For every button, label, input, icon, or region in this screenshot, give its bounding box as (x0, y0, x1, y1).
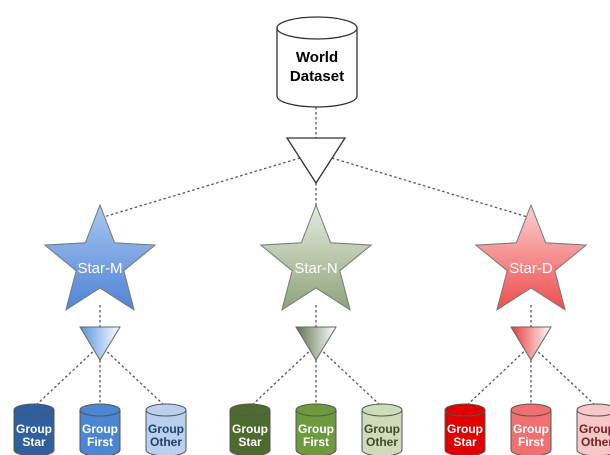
group-label-line1: Group (148, 422, 184, 436)
group-label-line2: First (303, 435, 329, 449)
star-star-m-shape (43, 203, 157, 312)
group-cylinder-top (145, 403, 187, 417)
group-cylinder-top (361, 403, 403, 417)
group-label-line1: Group (579, 422, 610, 436)
branches: Star-MGroupStarGroupFirstGroupOtherStar-… (13, 203, 610, 455)
connector-star-n-to-group-other (315, 344, 383, 408)
filter-triangle-star-n (295, 326, 337, 361)
group-cylinder-body (510, 409, 552, 455)
world-dataset-label-line1: World (296, 49, 338, 66)
group-cylinder-top (229, 403, 271, 417)
group-label-line1: Group (232, 422, 268, 436)
connector-star-m-to-group-star (33, 344, 101, 408)
group-cylinder-body (295, 409, 337, 455)
group-label-line2: Other (366, 435, 398, 449)
connector-root-to-star-m (99, 157, 301, 219)
group-label-line2: Other (581, 435, 610, 449)
filter-triangle-star-d (510, 326, 552, 361)
group-label-line1: Group (16, 422, 52, 436)
group-label-line2: Star (238, 435, 262, 449)
group-cylinder-top (79, 403, 121, 417)
group-label-line2: First (87, 435, 113, 449)
connector-lines (33, 107, 598, 408)
star-star-d-label: Star-D (509, 260, 553, 277)
group-cylinder-body (13, 409, 55, 455)
world-dataset-node: World Dataset (276, 16, 358, 108)
branch-star-d: Star-DGroupStarGroupFirstGroupOther (444, 203, 610, 455)
filter-triangle-star-m (79, 326, 121, 361)
group-label-line1: Group (364, 422, 400, 436)
group-label-line2: Star (22, 435, 46, 449)
group-cylinder-body (361, 409, 403, 455)
group-cylinder-top (13, 403, 55, 417)
group-cylinder-body (79, 409, 121, 455)
group-label-line2: Other (150, 435, 182, 449)
group-cylinder-top (295, 403, 337, 417)
group-label-line2: First (518, 435, 544, 449)
group-label-line1: Group (82, 422, 118, 436)
world-dataset-label-line2: Dataset (290, 68, 344, 85)
connector-root-to-star-d (331, 157, 532, 219)
connector-star-d-to-group-other (530, 344, 598, 408)
star-star-m-label: Star-M (78, 260, 123, 277)
star-star-d-shape (474, 203, 588, 312)
group-label-line1: Group (447, 422, 483, 436)
group-label-line2: Star (453, 435, 477, 449)
group-cylinder-body (576, 409, 610, 455)
group-label-line1: Group (513, 422, 549, 436)
world-dataset-cylinder-body (276, 27, 358, 108)
group-cylinder-body (145, 409, 187, 455)
root-filter-triangle (285, 137, 347, 185)
group-cylinder-top (510, 403, 552, 417)
star-star-n-label: Star-N (294, 260, 337, 277)
connector-star-m-to-group-other (99, 344, 167, 408)
group-cylinder-body (229, 409, 271, 455)
world-dataset-cylinder-top (276, 16, 358, 40)
connector-star-d-to-group-star (464, 344, 532, 408)
group-cylinder-top (444, 403, 486, 417)
group-cylinder-body (444, 409, 486, 455)
star-star-n-shape (259, 203, 373, 312)
group-cylinder-top (576, 403, 610, 417)
connector-star-n-to-group-star (249, 344, 317, 408)
group-label-line1: Group (298, 422, 334, 436)
